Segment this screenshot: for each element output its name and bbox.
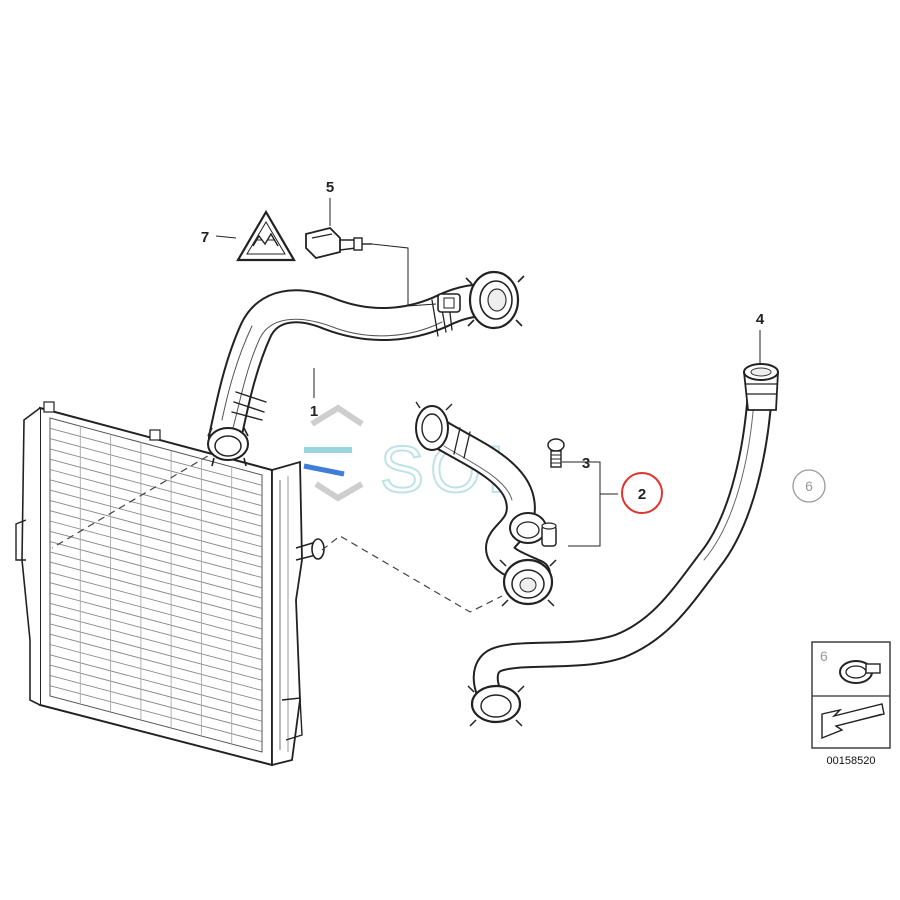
hose-4-upper-connector: [743, 363, 779, 411]
label-part-2: 2: [638, 486, 646, 503]
part-6-circle: [792, 469, 826, 503]
part-3-bleed-screw: [547, 438, 565, 468]
inset-box: 6 00158520: [811, 641, 891, 767]
part-7-warning-label: [236, 209, 296, 262]
hose-4-lower-connector: [467, 684, 525, 727]
radiator: [15, 401, 325, 767]
leader-lines: [215, 198, 761, 547]
arrow-icon: [821, 703, 885, 740]
hose-clamp-icon: [839, 660, 881, 684]
connector-lines: [51, 449, 503, 613]
part-labels: 5 7 1 4 3 2 6: [201, 179, 826, 514]
label-part-6: 6: [805, 478, 813, 494]
label-part-1: 1: [310, 403, 318, 420]
highlight-circle: [621, 472, 663, 514]
hose-2-middle-connector: [509, 512, 557, 547]
hose-2-upper-connector: [415, 401, 453, 451]
hose-1-upper-connector: [437, 270, 525, 330]
inset-number: 6: [820, 648, 828, 664]
label-part-7: 7: [201, 229, 209, 246]
part-5-sensor: [305, 227, 372, 259]
hose-4: [472, 379, 773, 711]
reference-number: 00158520: [827, 755, 876, 767]
label-part-5: 5: [326, 179, 334, 196]
hose-1-lower-connector: [207, 427, 249, 467]
hose-2-lower-connector: [499, 558, 557, 607]
label-part-3: 3: [582, 455, 590, 472]
label-part-4: 4: [756, 311, 765, 328]
